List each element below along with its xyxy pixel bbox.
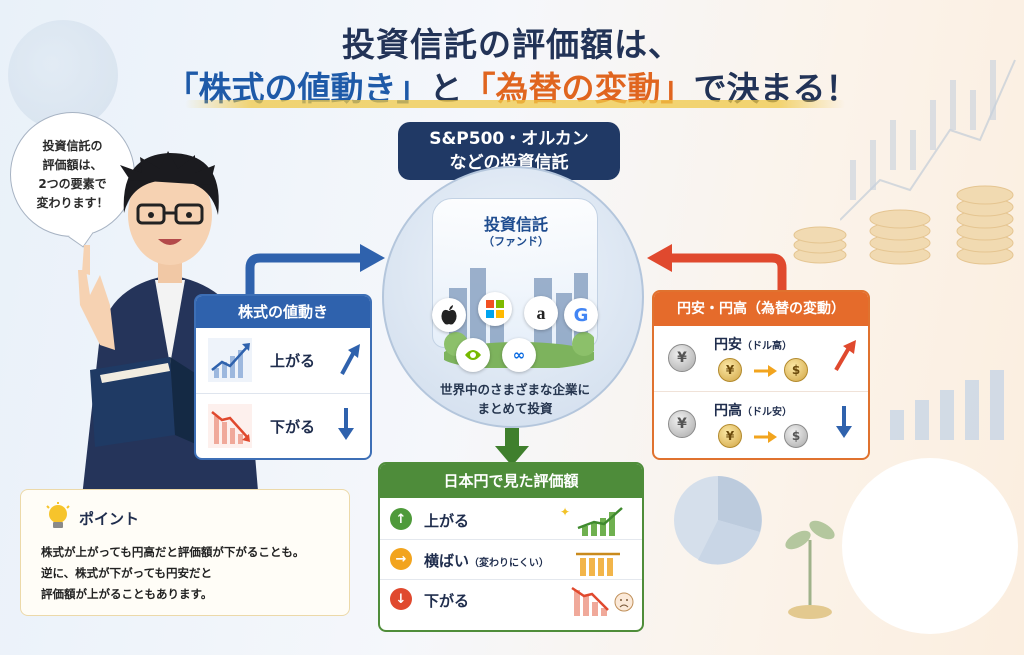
fund-jar-subtitle: （ファンド） <box>483 235 549 248</box>
google-icon: G <box>564 298 598 332</box>
nvidia-icon <box>456 338 490 372</box>
fund-circle: 投資信託 （ファンド） a G ∞ 世界中のさまざまな企業に まとめて投資 <box>382 166 644 428</box>
bubble-line: 投資信託の <box>42 138 103 153</box>
point-line1: 株式が上がっても円高だと評価額が下がることも。 <box>41 545 305 559</box>
result-panel: 日本円で見た評価額 ↑ 上がる ✦ → 横ばい（変わりにくい） ↓ 下がる <box>378 462 644 632</box>
point-panel: ポイント 株式が上がっても円高だと評価額が下がることも。 逆に、株式が下がっても… <box>20 489 350 616</box>
result-up-label: 上がる <box>424 512 470 530</box>
yen-coin-icon: ¥ <box>668 344 696 372</box>
fx-weak-label: 円安 <box>714 337 742 353</box>
bubble-line: 評価額は、 <box>42 157 103 172</box>
up-circle-icon: ↑ <box>390 508 412 530</box>
falling-chart-icon <box>571 586 634 616</box>
dollar-coin-icon: $ <box>784 424 808 448</box>
result-flat-label: 横ばい <box>424 552 470 570</box>
falling-chart-icon <box>208 404 252 448</box>
coin-stack-decoration <box>793 185 1014 265</box>
bubble-line: 変わります！ <box>36 195 109 210</box>
rising-chart-icon: ✦ <box>560 505 623 536</box>
result-down-label: 下がる <box>424 592 470 610</box>
fx-strong-yen-row: ¥ 円高（ドル安） ¥ $ <box>654 392 868 458</box>
stock-panel-header: 株式の値動き <box>196 296 370 328</box>
down-circle-icon: ↓ <box>390 588 412 610</box>
fx-strong-label-group: 円高（ドル安） <box>714 400 792 420</box>
fx-movement-panel: 円安・円高（為替の変動） ¥ 円安（ドル高） ¥ $ ¥ 円高（ドル安） ¥ $ <box>652 290 870 460</box>
stock-down-row: 下がる <box>196 394 370 458</box>
fund-to-result-arrow <box>495 428 529 466</box>
fx-panel-header: 円安・円高（為替の変動） <box>654 292 868 326</box>
fund-header: S&P500・オルカン などの投資信託 <box>398 122 620 180</box>
yen-gold-coin-icon: ¥ <box>718 358 742 382</box>
fx-weak-label-group: 円安（ドル高） <box>714 334 792 354</box>
stock-down-label: 下がる <box>270 418 316 436</box>
page-title-line1: 投資信託の評価額は、 <box>342 25 682 64</box>
result-flat-sub: （変わりにくい） <box>469 558 549 569</box>
stock-up-label: 上がる <box>270 352 316 370</box>
fx-weak-yen-row: ¥ 円安（ドル高） ¥ $ <box>654 326 868 392</box>
down-arrow-icon <box>338 408 354 440</box>
pie-chart-decoration <box>674 476 762 565</box>
right-circle-icon: → <box>390 548 412 570</box>
result-row-up: ↑ 上がる ✦ <box>380 500 642 540</box>
yen-coin-icon: ¥ <box>668 410 696 438</box>
up-arrow-icon <box>834 340 856 372</box>
title-highlight <box>185 100 845 108</box>
fund-jar-title: 投資信託 <box>483 215 548 234</box>
point-text: 株式が上がっても円高だと評価額が下がることも。 逆に、株式が下がっても円安だと … <box>41 542 341 605</box>
meta-icon: ∞ <box>502 338 536 372</box>
amazon-icon: a <box>524 296 558 330</box>
stock-movement-panel: 株式の値動き 上がる 下がる <box>194 294 372 460</box>
lightbulb-icon <box>46 502 70 528</box>
result-panel-header: 日本円で見た評価額 <box>380 464 642 498</box>
flat-chart-icon <box>576 552 620 576</box>
point-line2: 逆に、株式が下がっても円安だと <box>41 566 213 580</box>
point-line3: 評価額が上がることもあります。 <box>41 587 213 601</box>
plant-decoration <box>785 520 835 619</box>
rising-chart-icon <box>208 338 252 382</box>
fund-caption-line1: 世界中のさまざまな企業に <box>439 382 590 397</box>
globe-decoration <box>8 20 118 130</box>
blank-circle <box>842 458 1018 634</box>
right-arrow-icon <box>754 365 777 377</box>
fund-caption-line2: まとめて投資 <box>477 401 553 416</box>
yen-gold-coin-icon: ¥ <box>718 424 742 448</box>
fx-strong-sub: （ドル安） <box>742 407 792 418</box>
down-arrow-icon <box>836 406 852 438</box>
speech-bubble: 投資信託の 評価額は、 2つの要素で 変わります！ <box>10 112 135 237</box>
svg-text:✦: ✦ <box>560 505 570 519</box>
stock-up-row: 上がる <box>196 328 370 394</box>
bubble-line: 2つの要素で <box>38 176 107 191</box>
fx-strong-label: 円高 <box>714 403 742 419</box>
bar-chart-decoration <box>890 370 1004 440</box>
dollar-coin-icon: $ <box>784 358 808 382</box>
microsoft-icon <box>478 292 512 326</box>
stock-to-fund-arrow <box>245 244 385 295</box>
point-title: ポイント <box>79 510 140 528</box>
up-arrow-icon <box>340 344 360 375</box>
apple-icon <box>432 298 466 332</box>
result-row-down: ↓ 下がる <box>380 580 642 620</box>
background-chart-decoration <box>840 59 1016 221</box>
fx-to-fund-arrow <box>647 244 787 295</box>
result-row-flat: → 横ばい（変わりにくい） <box>380 540 642 580</box>
fx-weak-sub: （ドル高） <box>742 341 792 352</box>
fund-caption: 世界中のさまざまな企業に まとめて投資 <box>384 380 642 418</box>
right-arrow-icon <box>754 431 777 443</box>
fund-header-line1: S&P500・オルカン <box>429 129 589 149</box>
result-flat-label-group: 横ばい（変わりにくい） <box>424 550 549 571</box>
